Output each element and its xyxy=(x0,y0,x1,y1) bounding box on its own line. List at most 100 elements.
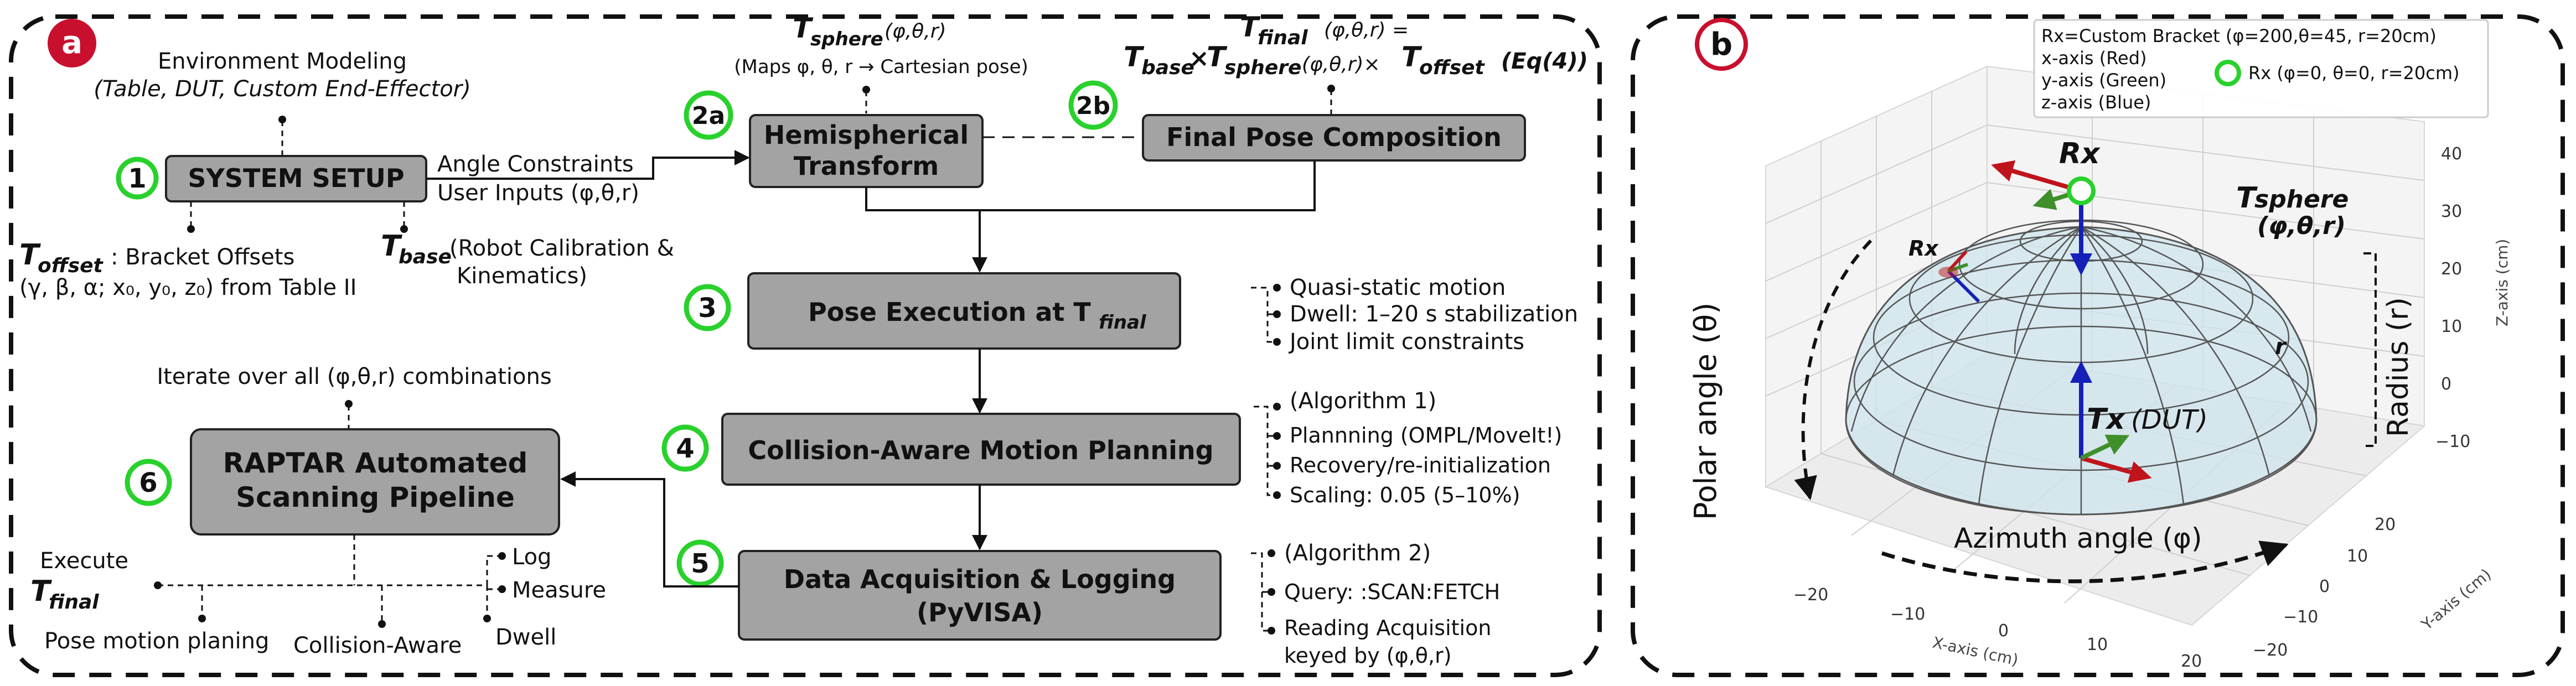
eq-sphere-sub: sphere xyxy=(1224,56,1301,79)
step2a-title-2: Transform xyxy=(794,151,939,181)
step5-box xyxy=(738,550,1222,641)
step2a-title-1: Hemispherical xyxy=(764,120,969,150)
legend-line-4: z-axis (Blue) xyxy=(2041,92,2151,113)
legend-line-1: Rx=Custom Bracket (φ=200,θ=45, r=20cm) xyxy=(2041,25,2437,46)
step6-title-2: Scanning Pipeline xyxy=(236,481,515,513)
tsphere-args: (φ,θ,r) xyxy=(884,20,946,43)
panel-b-frame xyxy=(1631,14,2565,677)
panel-b-label: b xyxy=(1710,27,1732,63)
legend-marker xyxy=(2215,60,2241,86)
eq-base-sub: base xyxy=(1141,56,1194,79)
step3-notes: Quasi-static motion Dwell: 1–20 s stabil… xyxy=(1251,275,1578,355)
r-label: r xyxy=(2275,334,2287,360)
polar-arc xyxy=(1794,239,1872,501)
tsphere-dot xyxy=(862,86,870,93)
x-tick: 20 xyxy=(2181,652,2202,671)
step4-note-2: Plannning (OMPL/MoveIt!) xyxy=(1290,423,1562,448)
step5-note-3: Reading Acquisition xyxy=(1284,616,1491,640)
step4-title: Collision-Aware Motion Planning xyxy=(748,435,1213,465)
x-tick: −10 xyxy=(1890,605,1925,624)
y-ticks: 20 10 0 −10 −20 xyxy=(2253,515,2396,660)
x-tick: −20 xyxy=(1793,585,1828,605)
z-tick: 0 xyxy=(2441,375,2451,394)
pipeline-pose: Pose motion planing xyxy=(44,628,269,654)
step5-note-4: keyed by (φ,θ,r) xyxy=(1284,643,1452,668)
step2a-num: 2a xyxy=(692,102,725,130)
env-modeling-items: (Table, DUT, Custom End-Effector) xyxy=(94,76,470,102)
rx-marker xyxy=(2067,176,2096,205)
panel-a-frame xyxy=(9,14,1602,677)
legend-line-2: x-axis (Red) xyxy=(2041,48,2147,69)
z-axis-title: Z-axis (cm) xyxy=(2493,239,2511,326)
tx-dut: (DUT) xyxy=(2131,404,2208,435)
step3-num: 3 xyxy=(698,293,716,324)
pipeline-tfinal-T: T xyxy=(30,575,52,608)
panelb-tsphere-T: T xyxy=(2236,181,2258,215)
panel-b-badge xyxy=(1695,18,1748,71)
step6-box xyxy=(190,428,560,536)
pipeline-execute: Execute xyxy=(40,548,128,574)
toffset-vars: (γ, β, α; x₀, y₀, z₀) from Table II xyxy=(19,275,356,300)
step3-title: Pose Execution at T xyxy=(808,297,1091,327)
eq-dot xyxy=(1327,85,1335,92)
panelb-tsphere-sub: sphere xyxy=(2254,185,2349,214)
y-tick: −10 xyxy=(2283,607,2318,627)
step4-num: 4 xyxy=(676,433,694,464)
eq-lhs-sub: final xyxy=(1258,27,1308,49)
step1-badge xyxy=(116,157,159,200)
tbase-desc-1: (Robot Calibration & xyxy=(449,236,674,261)
rx-top-frame xyxy=(1991,160,2096,276)
step3-note-2: Dwell: 1–20 s stabilization xyxy=(1290,302,1578,327)
arrow-5-to-6 xyxy=(560,471,739,588)
arrow-1-to-2a xyxy=(426,150,750,180)
step4-box xyxy=(721,413,1241,486)
legend xyxy=(2033,19,2489,118)
user-inputs-label: User Inputs (φ,θ,r) xyxy=(437,180,639,206)
eq-lhs-T: T xyxy=(1240,11,1261,43)
rx-top-label: Rx xyxy=(2059,137,2101,170)
step6-title-1: RAPTAR Automated xyxy=(223,447,528,479)
step3-box xyxy=(747,272,1181,350)
step2b-box xyxy=(1142,114,1526,162)
y-tick: 20 xyxy=(2375,515,2396,534)
z-ticks: 40 30 20 10 0 −10 xyxy=(2435,144,2470,451)
step4-notes: (Algorithm 1) Plannning (OMPL/MoveIt!) R… xyxy=(1254,388,1562,507)
step2b-title: Final Pose Composition xyxy=(1166,122,1502,152)
tbase-dot xyxy=(400,225,408,233)
step5-badge xyxy=(676,539,724,587)
tbase-desc-2: Kinematics) xyxy=(457,263,587,289)
panel-a-label: a xyxy=(61,25,82,61)
z-tick: 20 xyxy=(2441,259,2462,279)
pipeline-measure: Measure xyxy=(512,578,606,603)
polar-label: Polar angle (θ) xyxy=(1688,303,1723,520)
iterate-text: Iterate over all (φ,θ,r) combinations xyxy=(157,364,551,389)
step3-note-1: Quasi-static motion xyxy=(1290,275,1506,300)
angle-constraints-label: Angle Constraints xyxy=(437,152,634,177)
step5-title-1: Data Acquisition & Logging xyxy=(784,564,1176,594)
tx-label: Tx xyxy=(2087,403,2125,436)
step4-note-3: Recovery/re-initialization xyxy=(1290,453,1551,477)
pipeline-log: Log xyxy=(512,544,551,570)
eq-ref: (Eq(4)) xyxy=(1501,49,1588,74)
tbase-T: T xyxy=(381,230,402,263)
step6-num: 6 xyxy=(139,467,157,498)
eq-sphere-T: T xyxy=(1207,41,1228,73)
step2b-badge xyxy=(1068,80,1118,130)
rx-side-label: Rx xyxy=(1908,236,1939,261)
y-tick: −20 xyxy=(2253,641,2288,660)
toffset-sub: offset xyxy=(38,254,104,277)
x-ticks: −20 −10 0 10 20 xyxy=(1793,585,2202,671)
pipeline-dwell: Dwell xyxy=(495,625,556,650)
radius-label: Radius (r) xyxy=(2382,297,2415,437)
iterate-dot xyxy=(345,400,353,408)
y-axis-title: Y-axis (cm) xyxy=(2418,565,2495,634)
step4-badge xyxy=(661,424,709,472)
step1-num: 1 xyxy=(128,163,146,194)
step4-note-4: Scaling: 0.05 (5–10%) xyxy=(1290,483,1520,507)
step5-notes: (Algorithm 2) Query: :SCAN:FETCH Reading… xyxy=(1251,541,1500,668)
step2b-num: 2b xyxy=(1076,92,1110,120)
z-tick: 40 xyxy=(2441,144,2462,164)
z-tick: 10 xyxy=(2441,317,2462,336)
radius-bracket xyxy=(2363,252,2377,447)
